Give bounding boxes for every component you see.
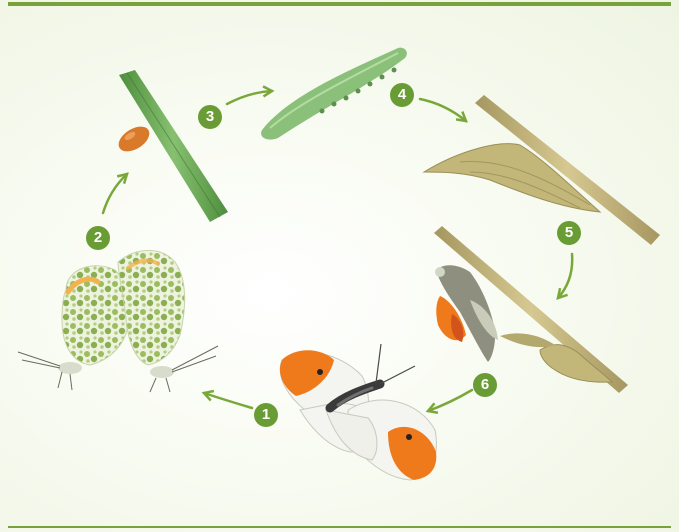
step-badge-2: 2	[86, 226, 110, 250]
butterfly-icon	[280, 344, 436, 480]
step-badge-3: 3	[198, 105, 222, 129]
arrow-6-to-1	[428, 390, 472, 411]
arrow-5-to-6	[558, 254, 572, 298]
step-badge-6: 6	[473, 373, 497, 397]
mating-pair-icon	[18, 250, 218, 392]
arrow-2-to-3	[103, 174, 127, 213]
step-badge-1: 1	[254, 403, 278, 427]
arrow-3-to-4	[227, 91, 272, 104]
caterpillar-icon	[261, 48, 407, 140]
bottom-rule	[8, 526, 671, 528]
arrow-1-to-2	[204, 393, 252, 408]
step-badge-4: 4	[390, 83, 414, 107]
egg-icon	[114, 122, 153, 157]
arrow-4-to-5	[420, 99, 466, 121]
step-badge-5: 5	[557, 221, 581, 245]
